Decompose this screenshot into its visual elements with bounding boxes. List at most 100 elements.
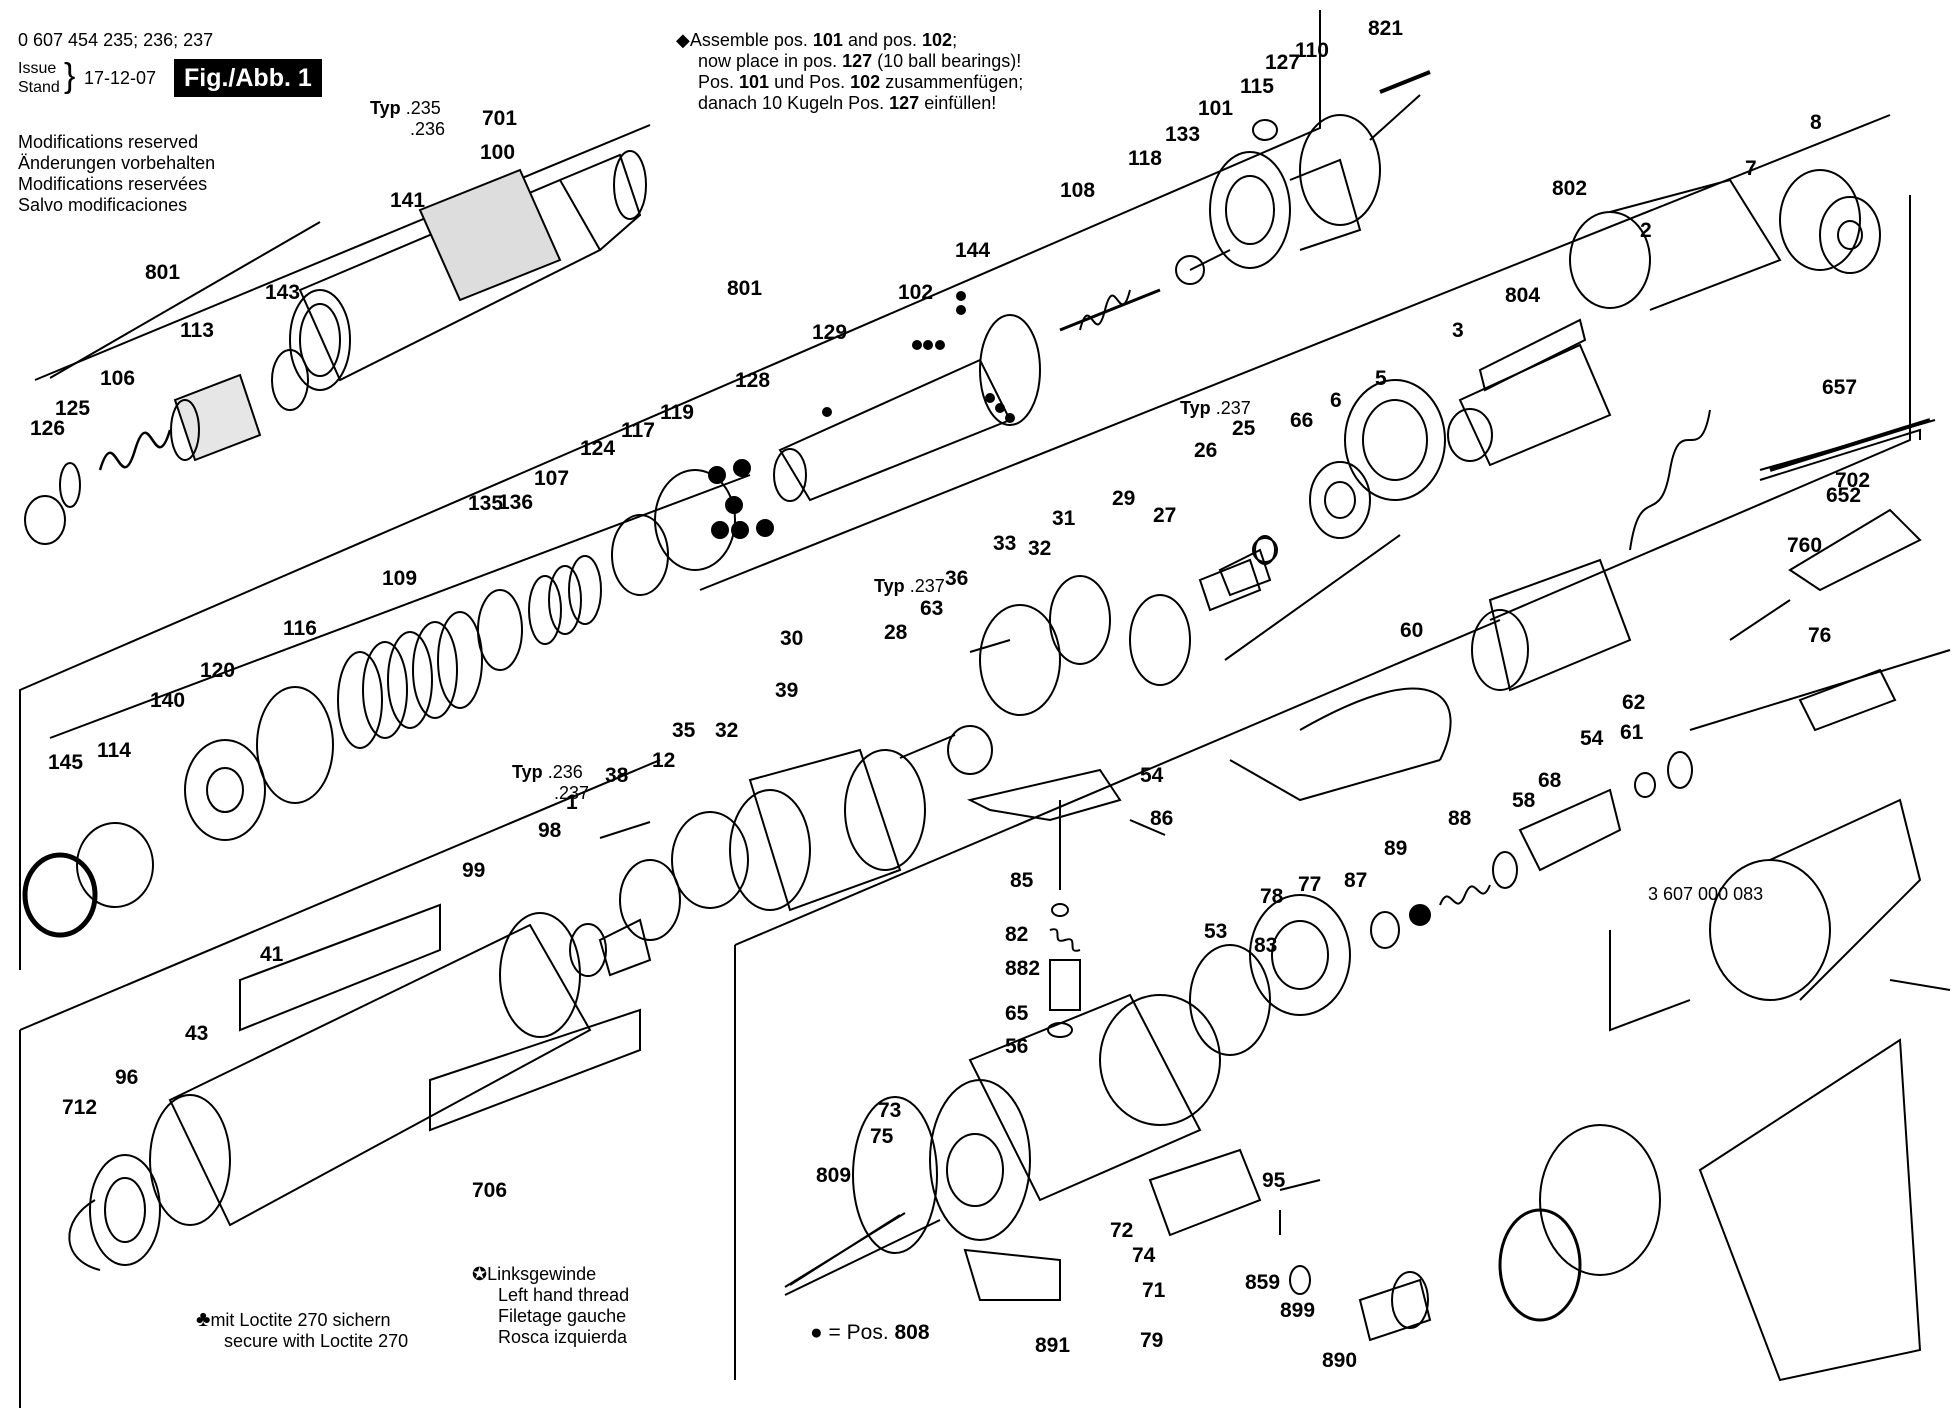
gear-carrier-shape: [569, 537, 1278, 977]
part-callout: 75: [870, 1125, 894, 1148]
housing-cylinder-shape: [68, 903, 641, 1271]
part-callout: 145: [48, 751, 84, 774]
part-callout: 83: [1254, 934, 1278, 957]
part-callout: 32: [1028, 537, 1052, 560]
part-callout: 125: [55, 397, 91, 420]
part-callout: 72: [1110, 1219, 1134, 1242]
part-callout: 135: [468, 492, 504, 515]
part-callout: 882: [1005, 957, 1041, 980]
part-callout: 712: [62, 1096, 98, 1119]
left-hand-thread-legend: ✪Linksgewinde Left hand thread Filetage …: [472, 1264, 629, 1348]
part-callout: 1: [566, 791, 578, 814]
part-callout: 33: [993, 532, 1017, 555]
part-callout: 801: [727, 277, 763, 300]
part-callout: 65: [1005, 1002, 1029, 1025]
part-callout: 706: [472, 1179, 508, 1202]
part-callout: 61: [1620, 721, 1644, 744]
part-callout: 859: [1245, 1271, 1281, 1294]
part-callout: 38: [605, 764, 629, 787]
part-callout: 702: [1835, 469, 1871, 492]
part-callout: 43: [185, 1022, 209, 1045]
part-callout: 133: [1165, 123, 1201, 146]
part-callout: 62: [1622, 691, 1646, 714]
club-icon: ♣: [196, 1306, 211, 1331]
part-callout: 101: [1198, 97, 1234, 120]
part-callout: 25: [1232, 417, 1256, 440]
part-callout: 8: [1810, 111, 1822, 134]
part-callout: 77: [1298, 873, 1322, 896]
part-callout: 12: [652, 749, 676, 772]
lh-thread-line-es: Rosca izquierda: [498, 1327, 628, 1347]
modifications-line-en: Modifications reserved: [18, 132, 199, 152]
spring-stack-shape: [22, 469, 736, 938]
part-callout: 141: [390, 189, 426, 212]
pinion-shape: [1198, 535, 1276, 612]
part-callout: 114: [97, 739, 131, 762]
part-callout: 7: [1745, 157, 1757, 180]
part-callout: 54: [1140, 764, 1164, 787]
part-callout: 899: [1280, 1299, 1316, 1322]
part-callout: 28: [884, 621, 908, 644]
part-callout: 890: [1322, 1349, 1358, 1372]
brace-glyph: }: [64, 57, 76, 95]
part-callout: 113: [180, 319, 214, 342]
loctite-legend: ♣mit Loctite 270 sichern secure with Loc…: [196, 1308, 408, 1352]
assembly-note-line-1: ◆Assemble pos. 101 and pos. 102;: [676, 30, 958, 50]
type-label-a: Typ .235.236: [370, 98, 446, 139]
part-callout: 66: [1290, 409, 1314, 432]
part-callout: 5: [1375, 367, 1387, 390]
part-callout: 35: [672, 719, 696, 742]
part-callout: 136: [498, 491, 534, 514]
type-label-c: Typ .237: [874, 576, 945, 596]
part-callout: 701: [482, 107, 518, 130]
loctite-line-en: secure with Loctite 270: [224, 1331, 409, 1351]
part-callout: 124: [580, 437, 616, 460]
part-callout: 144: [955, 239, 991, 262]
part-callout: 58: [1512, 789, 1536, 812]
part-callout: 110: [1295, 39, 1329, 62]
spindle-shape: [773, 249, 1231, 502]
part-callout: 143: [265, 281, 301, 304]
part-callout: 95: [1262, 1169, 1286, 1192]
part-callout: 87: [1344, 869, 1368, 892]
part-callout: 802: [1552, 177, 1588, 200]
part-callout: 88: [1448, 807, 1472, 830]
part-callout: 36: [945, 567, 969, 590]
part-callout: 102: [898, 281, 934, 304]
part-callout: 76: [1808, 624, 1832, 647]
part-callout: 120: [200, 659, 236, 682]
part-callout: 3: [1452, 319, 1464, 342]
part-callout: 129: [812, 321, 848, 344]
part-callout: 3 607 000 083: [1648, 884, 1764, 904]
modifications-line-es: Salvo modificaciones: [18, 195, 188, 215]
part-callout: 79: [1140, 1329, 1164, 1352]
assembly-note-line-3: Pos. 101 und Pos. 102 zusammenfügen;: [698, 72, 1024, 92]
assembly-note-line-4: danach 10 Kugeln Pos. 127 einfüllen!: [698, 93, 997, 113]
date-label: 17-12-07: [84, 68, 157, 88]
part-callout: 127: [1265, 51, 1301, 74]
part-callout: 117: [621, 419, 655, 442]
part-callout: 78: [1260, 885, 1284, 908]
part-callout: 100: [480, 141, 516, 164]
part-callout: 29: [1112, 487, 1136, 510]
part-callout: 32: [715, 719, 739, 742]
part-callout: 108: [1060, 179, 1096, 202]
part-callout: 68: [1538, 769, 1562, 792]
pos-808-legend: ● = Pos. 808: [810, 1321, 930, 1344]
part-callout: 821: [1368, 17, 1404, 40]
part-callout: 804: [1505, 284, 1541, 307]
bullet-icon: ●: [810, 1321, 823, 1344]
part-callout: 39: [775, 679, 799, 702]
assembly-note: ◆Assemble pos. 101 and pos. 102; now pla…: [676, 30, 1023, 114]
part-callout: 801: [145, 261, 181, 284]
part-callout: 107: [534, 467, 570, 490]
part-callout: 119: [660, 401, 694, 424]
part-numbers-header: 0 607 454 235; 236; 237: [18, 30, 214, 50]
figure-label: Fig./Abb. 1: [174, 59, 322, 97]
part-callout: 115: [1240, 75, 1274, 98]
issue-label: Issue: [18, 60, 57, 77]
part-callout: 118: [1128, 147, 1162, 170]
stand-label: Stand: [18, 79, 60, 96]
bearing-plate-shape: [1209, 94, 1421, 269]
